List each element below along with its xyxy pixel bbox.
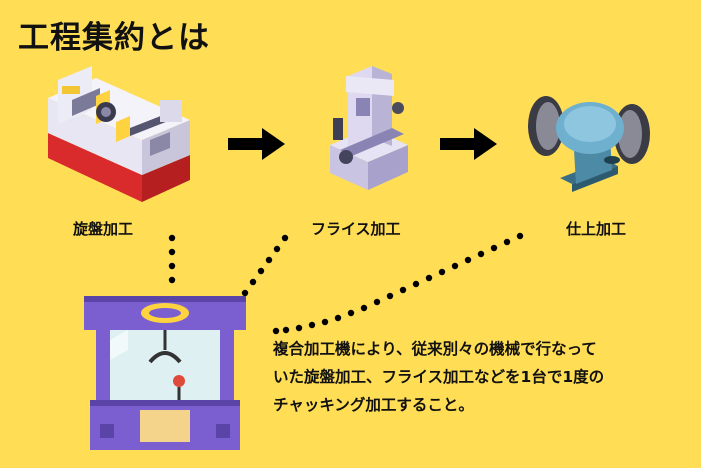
stage-label-lathe: 旋盤加工 <box>73 220 134 238</box>
bench-grinder-icon <box>528 96 650 192</box>
description-line: チャッキング加工すること。 <box>273 396 474 414</box>
page-title: 工程集約とは <box>18 20 210 56</box>
description-text: 複合加工機により、従来別々の機械で行なって いた旋盤加工、フライス加工などを1台… <box>273 335 683 419</box>
milling-machine-icon <box>330 66 408 190</box>
lathe-machine-icon <box>48 66 190 202</box>
stage-label-milling: フライス加工 <box>311 220 401 238</box>
dotted-connector-lines <box>168 232 524 335</box>
description-line: 複合加工機により、従来別々の機械で行なって <box>273 340 597 358</box>
arrow-right-icon <box>440 128 497 160</box>
description-line: いた旋盤加工、フライス加工などを1台で1度の <box>273 368 605 386</box>
stage-label-finishing: 仕上加工 <box>566 220 627 238</box>
multitasking-machine-icon <box>84 296 246 450</box>
arrow-right-icon <box>228 128 285 160</box>
